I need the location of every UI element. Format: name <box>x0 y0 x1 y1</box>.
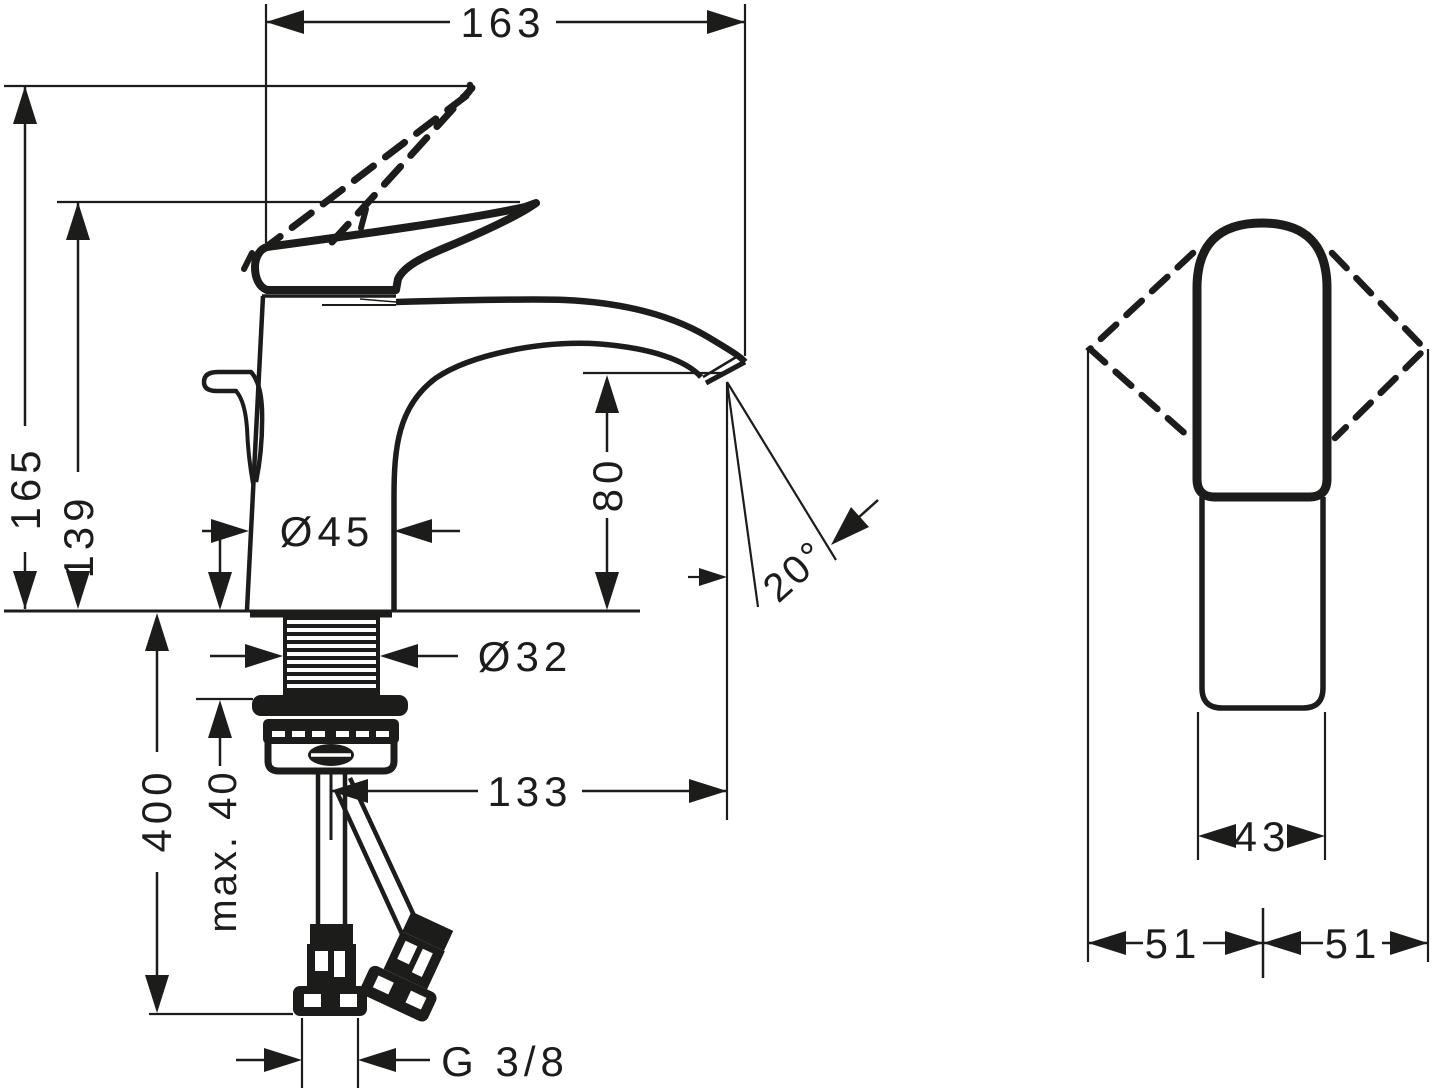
washer <box>252 695 408 716</box>
dim-half-width-left-label: 51 <box>1145 920 1202 967</box>
arrowhead <box>13 571 37 609</box>
dim-shank-diameter: Ø32 <box>210 633 572 680</box>
arrowhead <box>699 568 727 586</box>
nut-slots <box>272 731 389 737</box>
dim-hose-length: 400 <box>133 613 293 1016</box>
arrowhead <box>245 644 283 668</box>
spout-underside <box>391 340 704 610</box>
arrowhead <box>595 375 619 413</box>
handle-front <box>1192 218 1332 502</box>
jet-inner-line <box>725 381 760 608</box>
jet-angle-annotation: 20° <box>688 381 879 820</box>
arrowhead <box>66 202 90 240</box>
arrowhead <box>264 1048 302 1072</box>
dim-spout-reach: 133 <box>330 768 727 815</box>
arrowhead <box>380 644 418 668</box>
arrowhead <box>211 519 249 543</box>
arrowhead <box>394 519 432 543</box>
dim-half-widths: 51 51 <box>1088 908 1428 978</box>
side-view: 163 165 139 <box>2 0 879 1088</box>
handle-base-step2 <box>359 298 397 303</box>
arrowhead <box>1287 824 1325 848</box>
dim-height-closed: 139 <box>55 200 520 609</box>
arrowhead <box>330 779 368 803</box>
arrowhead <box>1390 931 1428 955</box>
arrowhead <box>66 571 90 609</box>
arrowhead <box>1088 931 1126 955</box>
dim-hose-thread-label: G 3/8 <box>441 1038 569 1085</box>
arrowhead <box>1225 931 1263 955</box>
arrowhead <box>208 572 232 610</box>
body-front <box>1199 497 1326 711</box>
dim-body-diameter: Ø45 <box>202 508 460 555</box>
arrowhead <box>358 1048 396 1072</box>
arrowhead <box>208 700 232 738</box>
dim-outlet-height: 80 <box>583 371 727 610</box>
arrowhead <box>689 779 727 803</box>
faucet-body <box>201 81 748 618</box>
dim-height-open: 165 <box>2 84 470 609</box>
jet-angle-line <box>726 381 837 561</box>
handle-swing-left-dashed <box>1085 249 1197 442</box>
dim-mounting-thickness: max. 40 <box>196 531 253 933</box>
thread-lines <box>287 620 376 688</box>
dim-height-open-label: 165 <box>2 445 49 530</box>
dim-body-diameter-label: Ø45 <box>280 508 374 555</box>
mounting-nut <box>263 719 399 744</box>
supply-hose-angled <box>333 777 420 935</box>
dim-spout-reach-label: 133 <box>487 768 572 815</box>
fastening-bracket <box>264 734 398 775</box>
front-view: 43 51 51 <box>1085 218 1430 978</box>
dim-mounting-thickness-label: max. 40 <box>201 769 245 932</box>
supply-hoses <box>293 772 454 1022</box>
dim-hose-thread: G 3/8 <box>236 1018 569 1088</box>
mounting-hardware <box>252 613 408 775</box>
dim-shank-diameter-label: Ø32 <box>478 633 572 680</box>
popup-rod <box>201 369 265 485</box>
handle-open-dashed <box>241 81 476 272</box>
arrowhead <box>707 10 745 34</box>
dim-handle-width-label: 43 <box>1234 813 1291 860</box>
dim-hose-length-label: 400 <box>133 767 180 852</box>
handle-lever <box>251 199 540 294</box>
arrowhead <box>266 10 304 34</box>
dim-handle-width: 43 <box>1196 712 1327 860</box>
supply-hose-vertical <box>315 772 348 926</box>
dim-outlet-height-label: 80 <box>584 456 631 513</box>
arrowhead <box>13 86 37 124</box>
arrowhead <box>1198 824 1236 848</box>
hose-connector-straight <box>293 924 367 1016</box>
body-left-edge <box>244 295 266 611</box>
arrowhead <box>145 613 169 651</box>
hose-connector-angled <box>360 911 454 1022</box>
arrowhead <box>595 572 619 610</box>
arrowhead <box>831 507 869 545</box>
spout-top-edge <box>395 296 748 365</box>
dim-overall-depth: 163 <box>264 0 747 356</box>
dim-jet-angle-label: 20° <box>755 532 836 611</box>
dim-height-closed-label: 139 <box>55 493 102 578</box>
arrowhead <box>145 975 169 1013</box>
dim-half-width-right-label: 51 <box>1325 920 1382 967</box>
handle-swing-right-dashed <box>1328 249 1430 442</box>
arrowhead <box>1263 931 1301 955</box>
dim-overall-depth-label: 163 <box>460 0 545 46</box>
